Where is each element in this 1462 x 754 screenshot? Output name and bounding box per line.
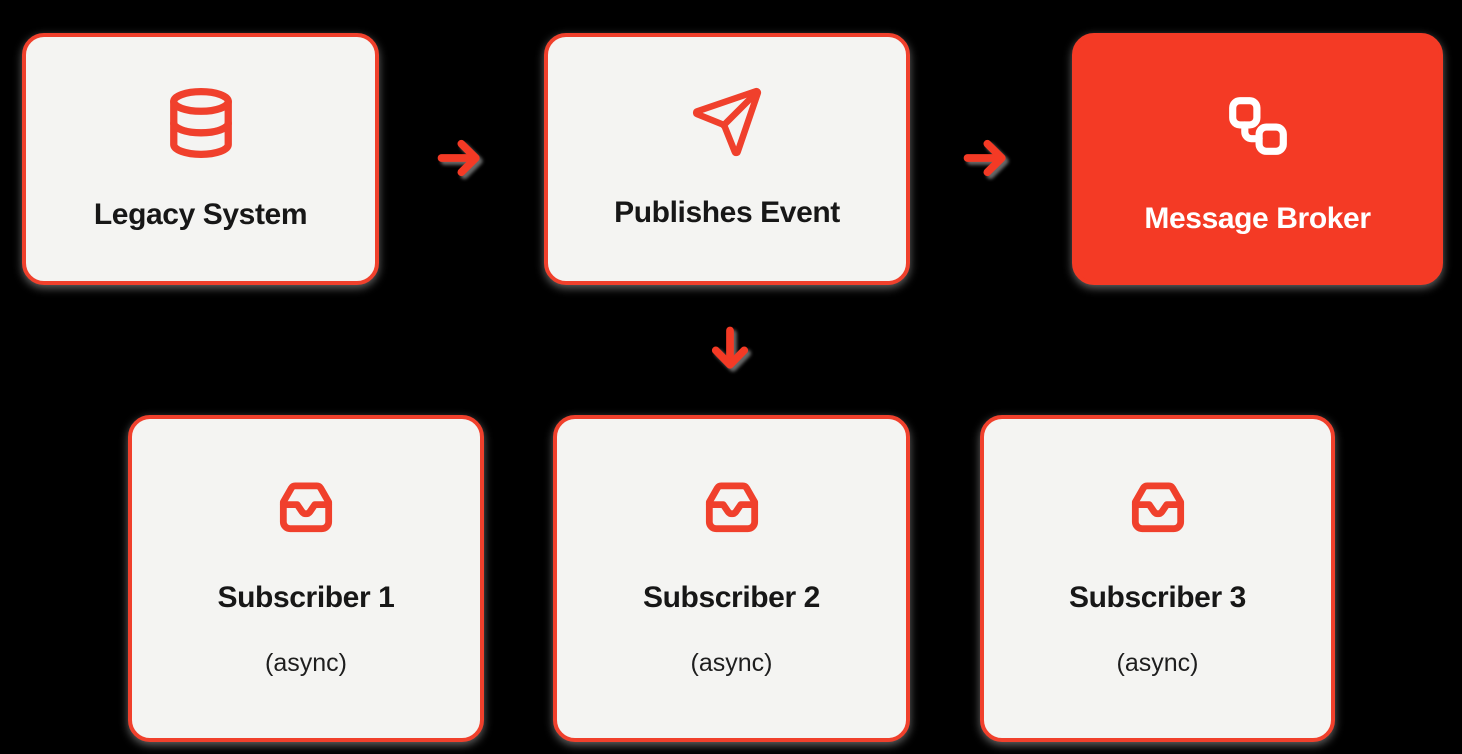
inbox-icon	[696, 474, 768, 542]
node-message-broker: Message Broker	[1072, 33, 1443, 285]
workflow-icon	[1225, 93, 1291, 159]
inbox-icon	[270, 474, 342, 542]
node-label: Message Broker	[1144, 202, 1371, 235]
node-subscriber-3: Subscriber 3 (async)	[980, 415, 1335, 742]
arrow-down-icon	[702, 320, 758, 376]
node-label: Publishes Event	[614, 196, 840, 229]
database-icon	[163, 85, 239, 161]
node-label: Legacy System	[93, 198, 308, 231]
node-publishes-event: Publishes Event	[544, 33, 910, 285]
arrow-right-icon	[957, 130, 1013, 186]
node-legacy-system: Legacy System	[22, 33, 379, 285]
node-label: Subscriber 3	[1069, 581, 1246, 614]
node-sublabel: (async)	[690, 649, 773, 677]
node-subscriber-1: Subscriber 1 (async)	[128, 415, 484, 742]
node-sublabel: (async)	[1116, 649, 1199, 677]
node-label: Subscriber 1	[217, 581, 395, 614]
node-label: Subscriber 2	[643, 581, 820, 614]
arrow-right-icon	[431, 130, 487, 186]
node-sublabel: (async)	[265, 649, 347, 677]
send-icon	[690, 85, 764, 159]
node-subscriber-2: Subscriber 2 (async)	[553, 415, 910, 742]
inbox-icon	[1122, 474, 1194, 542]
